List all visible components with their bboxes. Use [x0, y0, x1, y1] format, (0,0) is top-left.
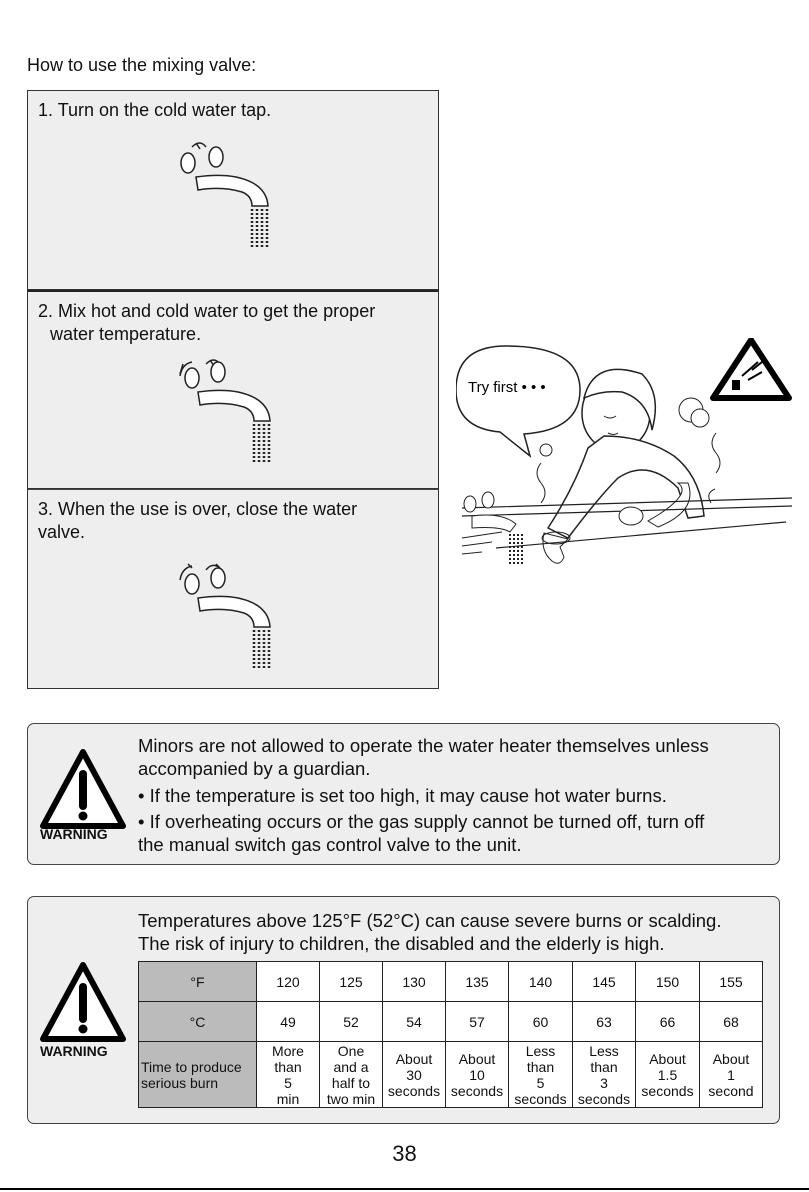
- hot-water-warning-icon: [710, 338, 792, 401]
- fahrenheit-cell: 140: [508, 961, 573, 1002]
- warning-label: WARNING: [40, 1043, 108, 1059]
- burn-time-table: °F 120 125 130 135 140 145 150 155 °C 49…: [138, 961, 763, 1108]
- fahrenheit-cell: 155: [699, 961, 763, 1002]
- celsius-cell: 68: [699, 1001, 763, 1042]
- celsius-cell: 57: [445, 1001, 509, 1042]
- warning-bullet-2-line2: the manual switch gas control valve to t…: [138, 834, 522, 855]
- section-title: How to use the mixing valve:: [27, 55, 257, 75]
- fahrenheit-cell: 150: [635, 961, 700, 1002]
- celsius-cell: 49: [256, 1001, 320, 1042]
- fahrenheit-cell: 130: [382, 961, 446, 1002]
- bottom-divider: [0, 1188, 809, 1190]
- faucet-icon: [179, 563, 271, 670]
- fahrenheit-cell: 145: [572, 961, 636, 1002]
- step-2-text-line2: water temperature.: [50, 324, 202, 344]
- warning-bullet-2-line1: • If overheating occurs or the gas suppl…: [138, 811, 705, 832]
- bath-scene-illustration: Try first • • •: [456, 338, 793, 564]
- warning-triangle-icon: [40, 749, 126, 829]
- fahrenheit-cell: 125: [319, 961, 383, 1002]
- step-2-text-line1: 2. Mix hot and cold water to get the pro…: [38, 301, 376, 321]
- temperature-warning-line1: Temperatures above 125°F (52°C) can caus…: [138, 910, 722, 931]
- step-1-text: 1. Turn on the cold water tap.: [38, 100, 272, 120]
- celsius-cell: 52: [319, 1001, 383, 1042]
- fahrenheit-cell: 135: [445, 961, 509, 1002]
- celsius-cell: 63: [572, 1001, 636, 1042]
- time-header: Time to produce serious burn: [138, 1041, 257, 1108]
- step-3-text-line1: 3. When the use is over, close the water: [38, 499, 358, 519]
- faucet-icon: [180, 142, 269, 249]
- fahrenheit-row: °F 120 125 130 135 140 145 150 155: [138, 961, 763, 1002]
- warning-panel-minors: WARNING Minors are not allowed to operat…: [27, 723, 780, 865]
- step-3-panel: 3. When the use is over, close the water…: [27, 489, 439, 689]
- step-1-panel: 1. Turn on the cold water tap.: [27, 90, 439, 290]
- warning-text-line1: Minors are not allowed to operate the wa…: [138, 735, 709, 756]
- celsius-cell: 66: [635, 1001, 700, 1042]
- warning-triangle-icon: [40, 962, 126, 1042]
- celsius-cell: 60: [508, 1001, 573, 1042]
- faucet-icon: [179, 359, 271, 464]
- page-number: 38: [392, 1141, 417, 1166]
- fahrenheit-header: °F: [138, 961, 257, 1002]
- warning-label: WARNING: [40, 826, 108, 842]
- step-2-panel: 2. Mix hot and cold water to get the pro…: [27, 290, 439, 489]
- warning-text-line2: accompanied by a guardian.: [138, 758, 371, 779]
- speech-bubble-text: Try first • • •: [468, 379, 546, 396]
- fahrenheit-cell: 120: [256, 961, 320, 1002]
- step-3-text-line2: valve.: [38, 522, 86, 542]
- celsius-cell: 54: [382, 1001, 446, 1042]
- temperature-warning-line2: The risk of injury to children, the disa…: [138, 933, 665, 954]
- celsius-header: °C: [138, 1001, 257, 1042]
- warning-bullet-1: • If the temperature is set too high, it…: [138, 785, 667, 806]
- celsius-row: °C 49 52 54 57 60 63 66 68: [138, 1001, 763, 1042]
- warning-panel-temperature: WARNING Temperatures above 125°F (52°C) …: [27, 896, 780, 1124]
